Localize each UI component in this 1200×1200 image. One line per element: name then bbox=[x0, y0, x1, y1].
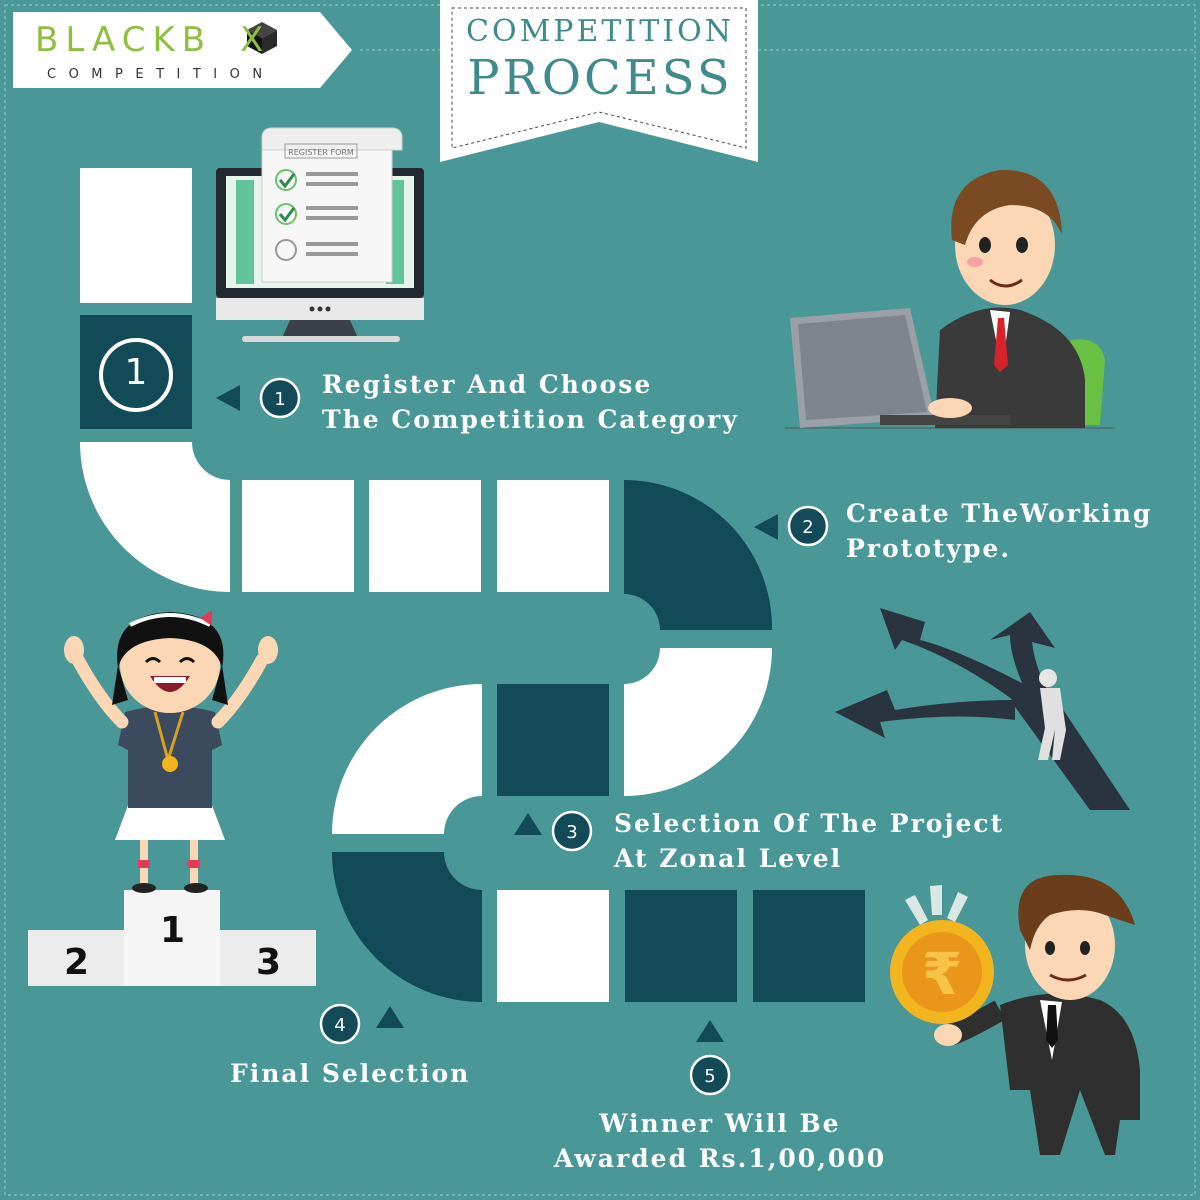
svg-text:₹: ₹ bbox=[922, 940, 962, 1008]
svg-text:REGISTER FORM: REGISTER FORM bbox=[288, 148, 354, 157]
svg-text:3: 3 bbox=[566, 822, 577, 843]
svg-text:5: 5 bbox=[704, 1066, 715, 1087]
title-line-1: COMPETITION bbox=[466, 14, 734, 49]
step-5-text: Winner Will Be Awarded Rs.1,00,000 bbox=[553, 1109, 887, 1173]
podium-first-label: 1 bbox=[160, 910, 186, 951]
step-badge-1: 1 bbox=[259, 377, 301, 419]
podium-third-label: 3 bbox=[256, 942, 282, 983]
svg-text:1: 1 bbox=[274, 389, 285, 410]
title-line-2: PROCESS bbox=[467, 50, 733, 106]
businessman-with-coin-illustration: ₹ bbox=[890, 874, 1140, 1155]
brand-subtitle: COMPETITION bbox=[47, 67, 275, 82]
register-monitor-icon: REGISTER FORM bbox=[216, 127, 424, 342]
step-badge-5: 5 bbox=[689, 1054, 731, 1096]
man-at-laptop-illustration bbox=[785, 169, 1115, 429]
path-curve-4 bbox=[332, 684, 482, 834]
path-tile-start bbox=[80, 168, 192, 303]
path-curve-2 bbox=[624, 480, 773, 630]
step-2-text: Create TheWorking Prototype. bbox=[846, 499, 1153, 563]
path-curve-3 bbox=[624, 648, 772, 796]
pointer-triangle-3 bbox=[514, 813, 542, 835]
step-3-text: Selection Of The Project At Zonal Level bbox=[614, 809, 1005, 873]
path-curve-1 bbox=[80, 442, 230, 592]
path-tile-2 bbox=[242, 480, 354, 592]
cube-logo-icon bbox=[247, 22, 277, 54]
step-4-text: Final Selection bbox=[230, 1059, 471, 1088]
path-tile-7 bbox=[625, 890, 737, 1002]
podium-second-label: 2 bbox=[64, 942, 90, 983]
pointer-triangle-5 bbox=[696, 1020, 724, 1042]
svg-text:2: 2 bbox=[802, 517, 813, 538]
svg-text:4: 4 bbox=[334, 1015, 345, 1036]
tile-number: 1 bbox=[124, 352, 148, 393]
girl-on-podium-illustration bbox=[28, 610, 316, 986]
path-tile-8 bbox=[753, 890, 865, 1002]
step-1-text: Register And Choose The Competition Cate… bbox=[322, 370, 739, 434]
crossroad-arrows-illustration bbox=[835, 608, 1130, 810]
path-tile-5 bbox=[497, 684, 609, 796]
pointer-triangle-4 bbox=[376, 1006, 404, 1028]
path-tile-3 bbox=[369, 480, 481, 592]
title-banner bbox=[440, 0, 758, 162]
pointer-triangle-1 bbox=[216, 385, 240, 411]
path-tile-4 bbox=[497, 480, 609, 592]
step-badge-3: 3 bbox=[551, 810, 593, 852]
tile-number-ring bbox=[99, 338, 173, 412]
pointer-triangle-2 bbox=[754, 514, 778, 540]
step-badge-4: 4 bbox=[319, 1003, 361, 1045]
path-curve-5 bbox=[332, 852, 482, 1002]
step-badge-2: 2 bbox=[787, 505, 829, 547]
board-path bbox=[80, 168, 865, 1002]
path-tile-6 bbox=[497, 890, 609, 1002]
